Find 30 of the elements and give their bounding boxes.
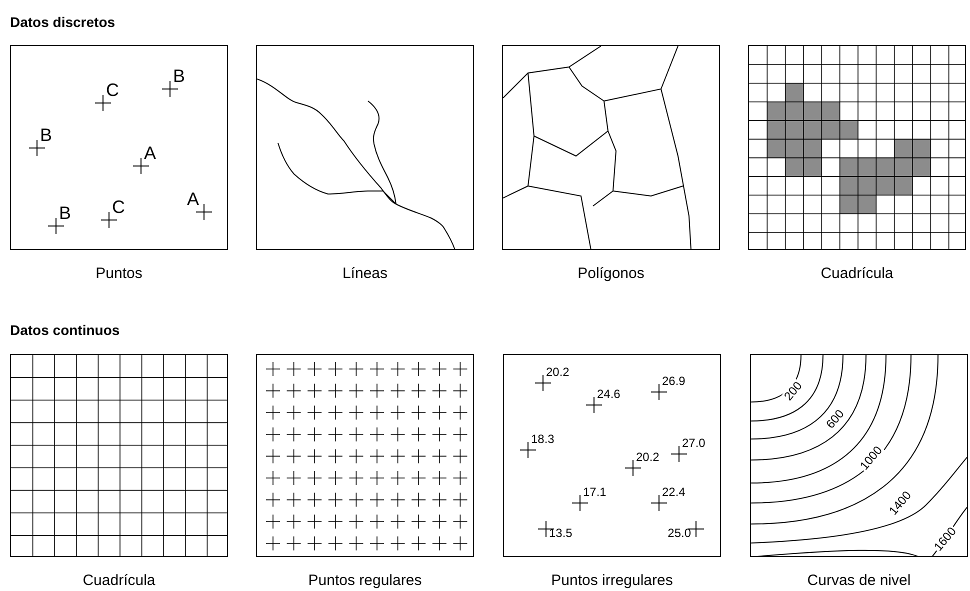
point-label: 17.1 [583,486,606,498]
map-panel [10,45,228,250]
point-label: 25.0 [668,527,691,539]
panel-caption: Puntos regulares [307,571,423,591]
point-label: 13.5 [549,527,572,539]
point-label: 27.0 [682,437,706,449]
panel-caption: Cuadrícula [820,264,894,284]
point-label: B [173,67,186,85]
point-label: 26.9 [662,375,686,387]
point-label: C [106,81,119,99]
section-heading: Datos continuos [10,321,120,340]
point-label: 20.2 [636,451,660,463]
panel-caption: Puntos [94,264,144,284]
panel-caption: Curvas de nivel [806,571,912,591]
point-label: C [112,198,125,216]
point-label: 24.6 [597,388,620,400]
point-label: 18.3 [531,433,554,445]
map-panel [503,354,721,557]
panel-caption: Cuadrícula [82,571,156,591]
point-label: 22.4 [662,486,686,498]
panel-caption: Líneas [341,264,389,284]
section-heading: Datos discretos [10,13,116,32]
point-label: B [40,126,52,144]
point-label: A [186,190,199,208]
panel-caption: Puntos irregulares [550,571,674,591]
point-label: 20.2 [546,366,570,378]
point-label: A [144,144,156,162]
map-panel [256,45,474,250]
point-label: B [59,204,72,222]
panel-caption: Polígonos [576,264,646,284]
